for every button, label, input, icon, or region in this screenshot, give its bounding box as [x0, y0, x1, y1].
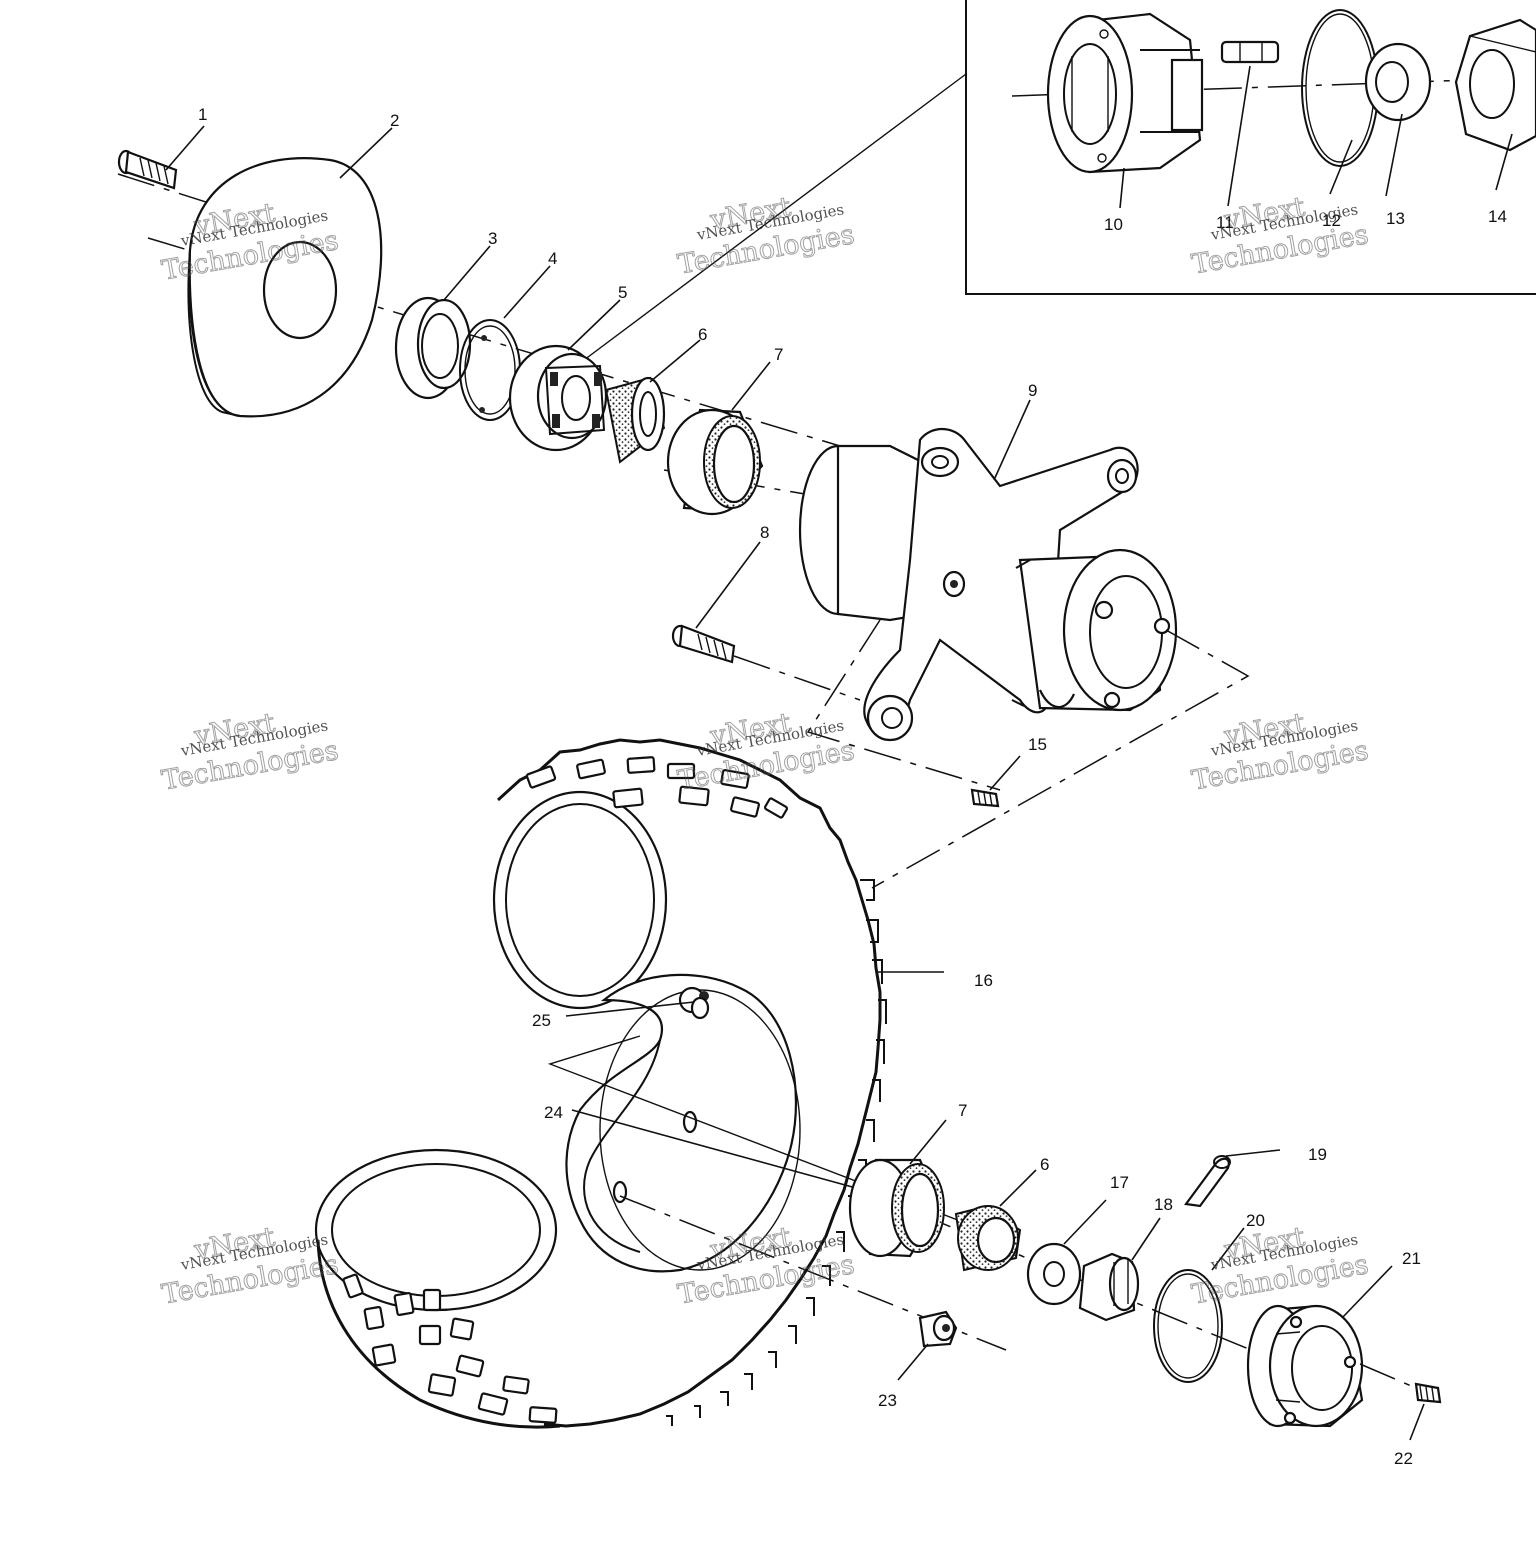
callout-22: 22 [1394, 1449, 1413, 1468]
detail-inset: 10 11 12 13 14 [567, 0, 1536, 373]
callout-8: 8 [760, 523, 769, 542]
grease-fitting-part-15 [970, 788, 1000, 808]
bearing-race-part-7-lower [848, 1158, 945, 1258]
callout-3: 3 [488, 229, 497, 248]
tapered-bearing-part-6-lower [954, 1205, 1022, 1272]
tread-blocks-lower [342, 1273, 558, 1424]
pin-part-11 [1220, 40, 1280, 64]
callout-7: 7 [774, 345, 783, 364]
callout-16: 16 [974, 971, 993, 990]
callout-14: 14 [1488, 207, 1507, 226]
callout-23: 23 [878, 1391, 897, 1410]
callout-19: 19 [1308, 1145, 1327, 1164]
callout-7-lower: 7 [958, 1101, 967, 1120]
tapered-bearing-part-6 [604, 376, 666, 464]
brake-disc-part-2 [187, 157, 383, 418]
tread-blocks-upper [525, 756, 789, 819]
hub-cap-part-21 [1246, 1304, 1364, 1428]
callout-15: 15 [1028, 735, 1047, 754]
callout-6: 6 [698, 325, 707, 344]
bolt-part-1 [117, 149, 178, 190]
callout-18: 18 [1154, 1195, 1173, 1214]
callout-5: 5 [618, 283, 627, 302]
bolt-part-8 [671, 624, 736, 664]
callout-11: 11 [1216, 213, 1234, 232]
callout-24: 24 [544, 1103, 563, 1122]
spindle-knuckle-part-9 [798, 427, 1178, 742]
nut-part-14 [1454, 18, 1536, 152]
bearing-race-part-7 [666, 408, 764, 516]
callout-21: 21 [1402, 1249, 1421, 1268]
callout-2: 2 [390, 111, 399, 130]
callout-6-lower: 6 [1040, 1155, 1049, 1174]
cotter-pin-part-19 [1184, 1155, 1231, 1208]
callout-13: 13 [1386, 209, 1405, 228]
o-ring-part-20 [1153, 1269, 1223, 1383]
callout-17: 17 [1110, 1173, 1129, 1192]
screw-part-22 [1414, 1382, 1442, 1404]
callout-20: 20 [1246, 1211, 1265, 1230]
bearing-carrier-part-5 [508, 344, 608, 452]
callout-25: 25 [532, 1011, 551, 1030]
lug-nut-part-23 [918, 1310, 958, 1348]
callout-12: 12 [1322, 211, 1341, 230]
callout-9: 9 [1028, 381, 1037, 400]
callout-4: 4 [548, 249, 557, 268]
callout-1: 1 [198, 105, 207, 124]
callout-10: 10 [1104, 215, 1123, 234]
washer-part-17 [1026, 1242, 1082, 1306]
seal-part-3 [394, 296, 472, 400]
castle-nut-part-18 [1078, 1252, 1140, 1322]
washer-part-13 [1364, 42, 1432, 122]
hub-lock-nut-part-10 [1046, 12, 1204, 174]
